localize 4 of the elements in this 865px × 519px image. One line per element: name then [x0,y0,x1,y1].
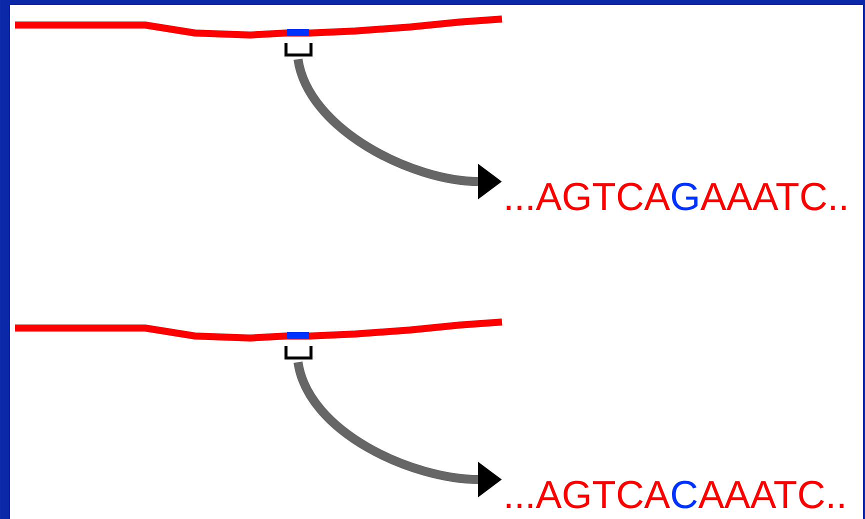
dna-sequence: ...AGTCACAAATC.. [506,480,844,508]
mutation-site [284,29,312,56]
dna-sequence: ...AGTCAGAAATC.. [506,182,846,210]
mutation-site [284,332,312,360]
